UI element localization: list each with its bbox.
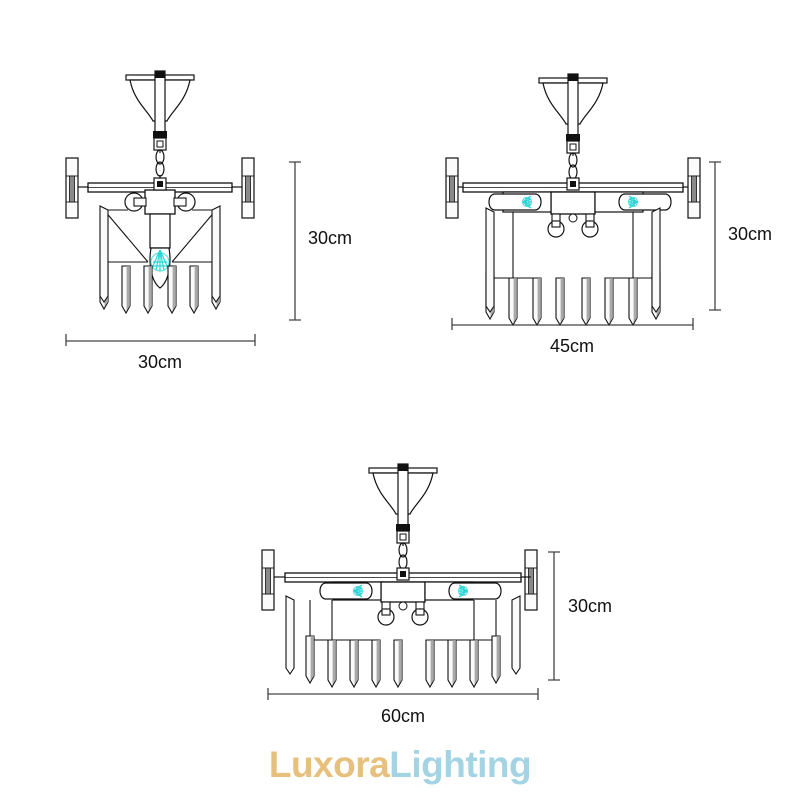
height-label-diagram-3: 30cm: [568, 596, 612, 616]
width-dimension-60cm: 60cm: [267, 688, 539, 726]
width-dimension-45cm: 45cm: [451, 318, 694, 356]
brand-logo: LuxoraLighting: [0, 744, 800, 786]
width-label-diagram-3: 60cm: [381, 706, 425, 726]
width-label-diagram-2: 45cm: [550, 336, 594, 356]
brand-name-secondary: Lighting: [389, 744, 532, 785]
diagram-45cm: 45cm 30cm: [445, 73, 772, 356]
height-label-diagram-1: 30cm: [308, 228, 352, 248]
height-dimension-60cm: 30cm: [548, 551, 612, 681]
width-dimension-30cm: 30cm: [65, 334, 256, 372]
height-label-diagram-2: 30cm: [728, 224, 772, 244]
diagram-30cm: 30cm 30cm: [65, 70, 352, 372]
bulb-filament-glow: [150, 249, 170, 272]
width-label-diagram-1: 30cm: [138, 352, 182, 372]
diagram-60cm: 60cm 30cm: [261, 463, 612, 726]
height-dimension-45cm: 30cm: [709, 161, 772, 311]
brand-name-primary: Luxora: [268, 744, 390, 785]
height-dimension-30cm: 30cm: [289, 161, 352, 321]
